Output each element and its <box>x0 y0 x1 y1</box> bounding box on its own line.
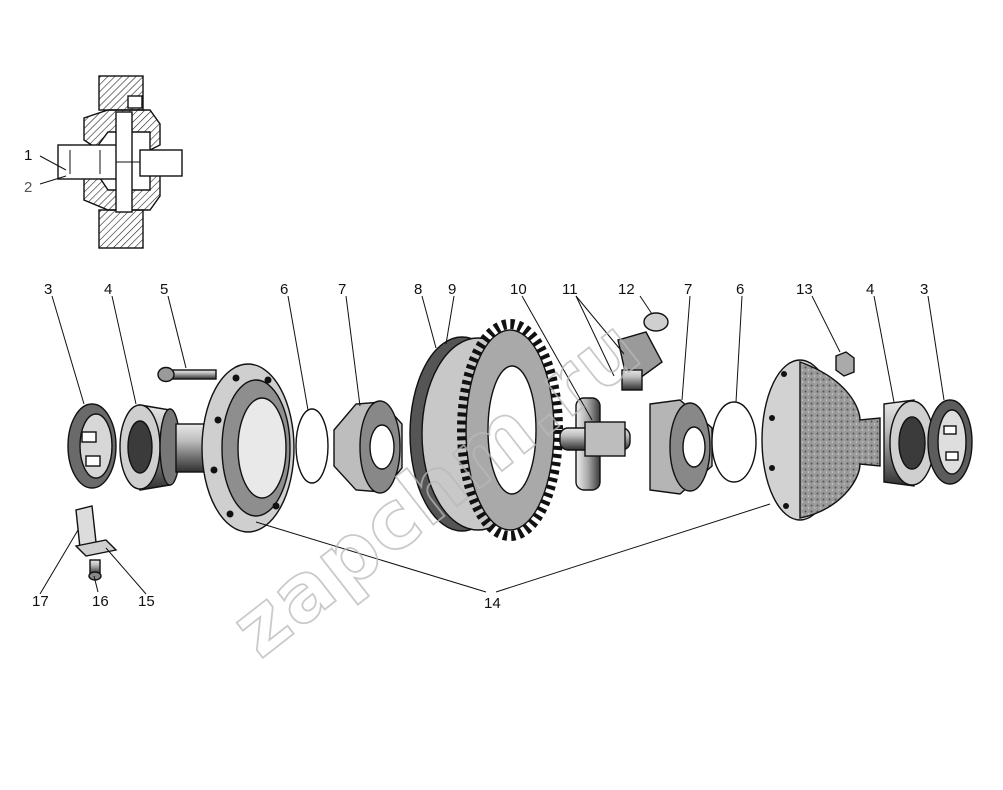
callout-16: 16 <box>92 593 109 610</box>
part-15-washer <box>74 539 118 557</box>
callout-8: 8 <box>414 281 422 298</box>
part-14-housing-right <box>761 359 881 521</box>
callout-7-right: 7 <box>684 281 692 298</box>
callout-15: 15 <box>138 593 155 610</box>
part-12-washer <box>643 312 669 332</box>
callout-6-right: 6 <box>736 281 744 298</box>
callout-labels: 1 2 3 4 5 6 7 8 9 10 11 12 7 6 13 4 3 14… <box>24 147 928 612</box>
section-top-bolt <box>127 95 143 109</box>
callout-17: 17 <box>32 593 49 610</box>
part-3-seal-right <box>927 399 973 485</box>
callout-11: 11 <box>562 281 578 298</box>
part-6-washer-right <box>711 401 757 483</box>
callout-10: 10 <box>510 281 527 298</box>
part-3-seal-left <box>67 403 117 489</box>
section-top-boss <box>98 75 144 111</box>
section-left-shaft <box>57 144 119 180</box>
callout-1: 1 <box>24 147 32 164</box>
part-10-spider <box>559 397 631 491</box>
part-11-pinion-gear <box>617 331 663 391</box>
part-16-screw <box>88 559 102 581</box>
section-right-shaft <box>139 149 183 177</box>
part-14-housing-left <box>175 363 295 533</box>
part-5-bolt <box>157 366 217 383</box>
part-7-side-gear-right <box>649 399 713 495</box>
callout-3-right: 3 <box>920 281 928 298</box>
callout-9: 9 <box>448 281 456 298</box>
part-6-washer-left <box>295 408 329 484</box>
callout-12: 12 <box>618 281 635 298</box>
callout-14: 14 <box>484 595 501 612</box>
part-8-9-ring-gear <box>409 319 563 541</box>
callout-5: 5 <box>160 281 168 298</box>
part-4-bearing-right <box>883 399 935 487</box>
callout-13: 13 <box>796 281 813 298</box>
callout-2: 2 <box>24 179 32 196</box>
callout-4-right: 4 <box>866 281 874 298</box>
callout-6-left: 6 <box>280 281 288 298</box>
leader-lines <box>39 155 945 595</box>
part-4-bearing-left <box>119 404 181 491</box>
cross-section-view <box>57 75 183 249</box>
callout-4-left: 4 <box>104 281 112 298</box>
part-7-side-gear-left <box>333 400 403 494</box>
section-bottom-boss <box>98 209 144 249</box>
part-17-lock-plate <box>75 505 97 549</box>
callout-3-left: 3 <box>44 281 52 298</box>
callout-7-left: 7 <box>338 281 346 298</box>
part-13-nut <box>835 351 855 377</box>
